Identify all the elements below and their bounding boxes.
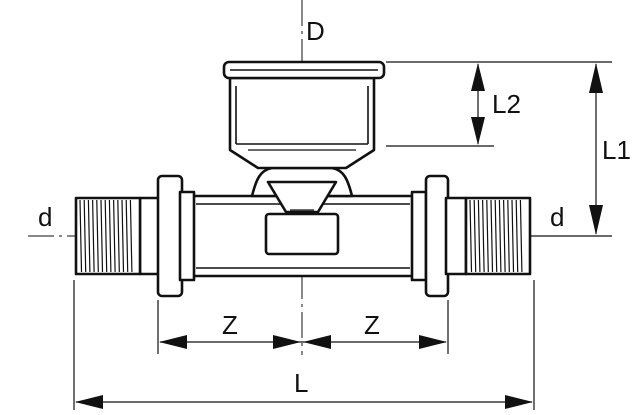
- L-label: L: [294, 368, 308, 398]
- thread-ridge: [519, 199, 523, 273]
- thread-ridge: [498, 199, 502, 273]
- inner-funnel: [266, 180, 338, 214]
- thread-ridge: [83, 199, 87, 273]
- thread-ridge: [503, 199, 506, 273]
- thread-ridge: [490, 199, 494, 273]
- thread-ridge: [79, 199, 83, 273]
- L2-label: L2: [492, 89, 521, 119]
- thread-ridge: [494, 199, 498, 273]
- right-flange: [410, 174, 468, 298]
- thread-ridge: [108, 199, 112, 273]
- d-right-label: d: [550, 202, 564, 232]
- Z-right-label: Z: [364, 310, 380, 340]
- thread-ridge: [507, 199, 510, 273]
- branch-bore: [264, 212, 340, 256]
- dimension-Z: Z Z: [159, 310, 447, 349]
- thread-ridge: [87, 199, 91, 273]
- thread-ridge: [125, 199, 129, 273]
- thread-ridge: [100, 199, 104, 273]
- left-flange: [138, 174, 196, 298]
- extension-lines: [73, 61, 612, 410]
- left-threaded-end: [74, 196, 142, 276]
- thread-ridge: [473, 199, 477, 273]
- thread-ridge: [92, 199, 95, 273]
- thread-ridge: [469, 199, 473, 273]
- thread-ridge: [129, 199, 133, 273]
- thread-ridge: [113, 199, 116, 273]
- right-threaded-end: [464, 196, 532, 276]
- thread-ridge: [486, 199, 489, 273]
- thread-ridge: [515, 199, 519, 273]
- dimension-L1: L1: [589, 63, 631, 235]
- dimension-L: L: [75, 368, 533, 409]
- L1-label: L1: [602, 135, 631, 165]
- thread-ridge: [121, 199, 125, 273]
- thread-ridge: [482, 199, 485, 273]
- branch-socket: [228, 76, 376, 170]
- D-label: D: [306, 16, 325, 46]
- thread-ridge: [104, 199, 108, 273]
- thread-ridge: [477, 199, 481, 273]
- Z-left-label: Z: [222, 310, 238, 340]
- thread-ridge: [511, 199, 515, 273]
- d-left-label: d: [38, 202, 52, 232]
- dimension-L2: L2: [471, 63, 521, 145]
- thread-ridge: [117, 199, 120, 273]
- thread-ridge: [96, 199, 99, 273]
